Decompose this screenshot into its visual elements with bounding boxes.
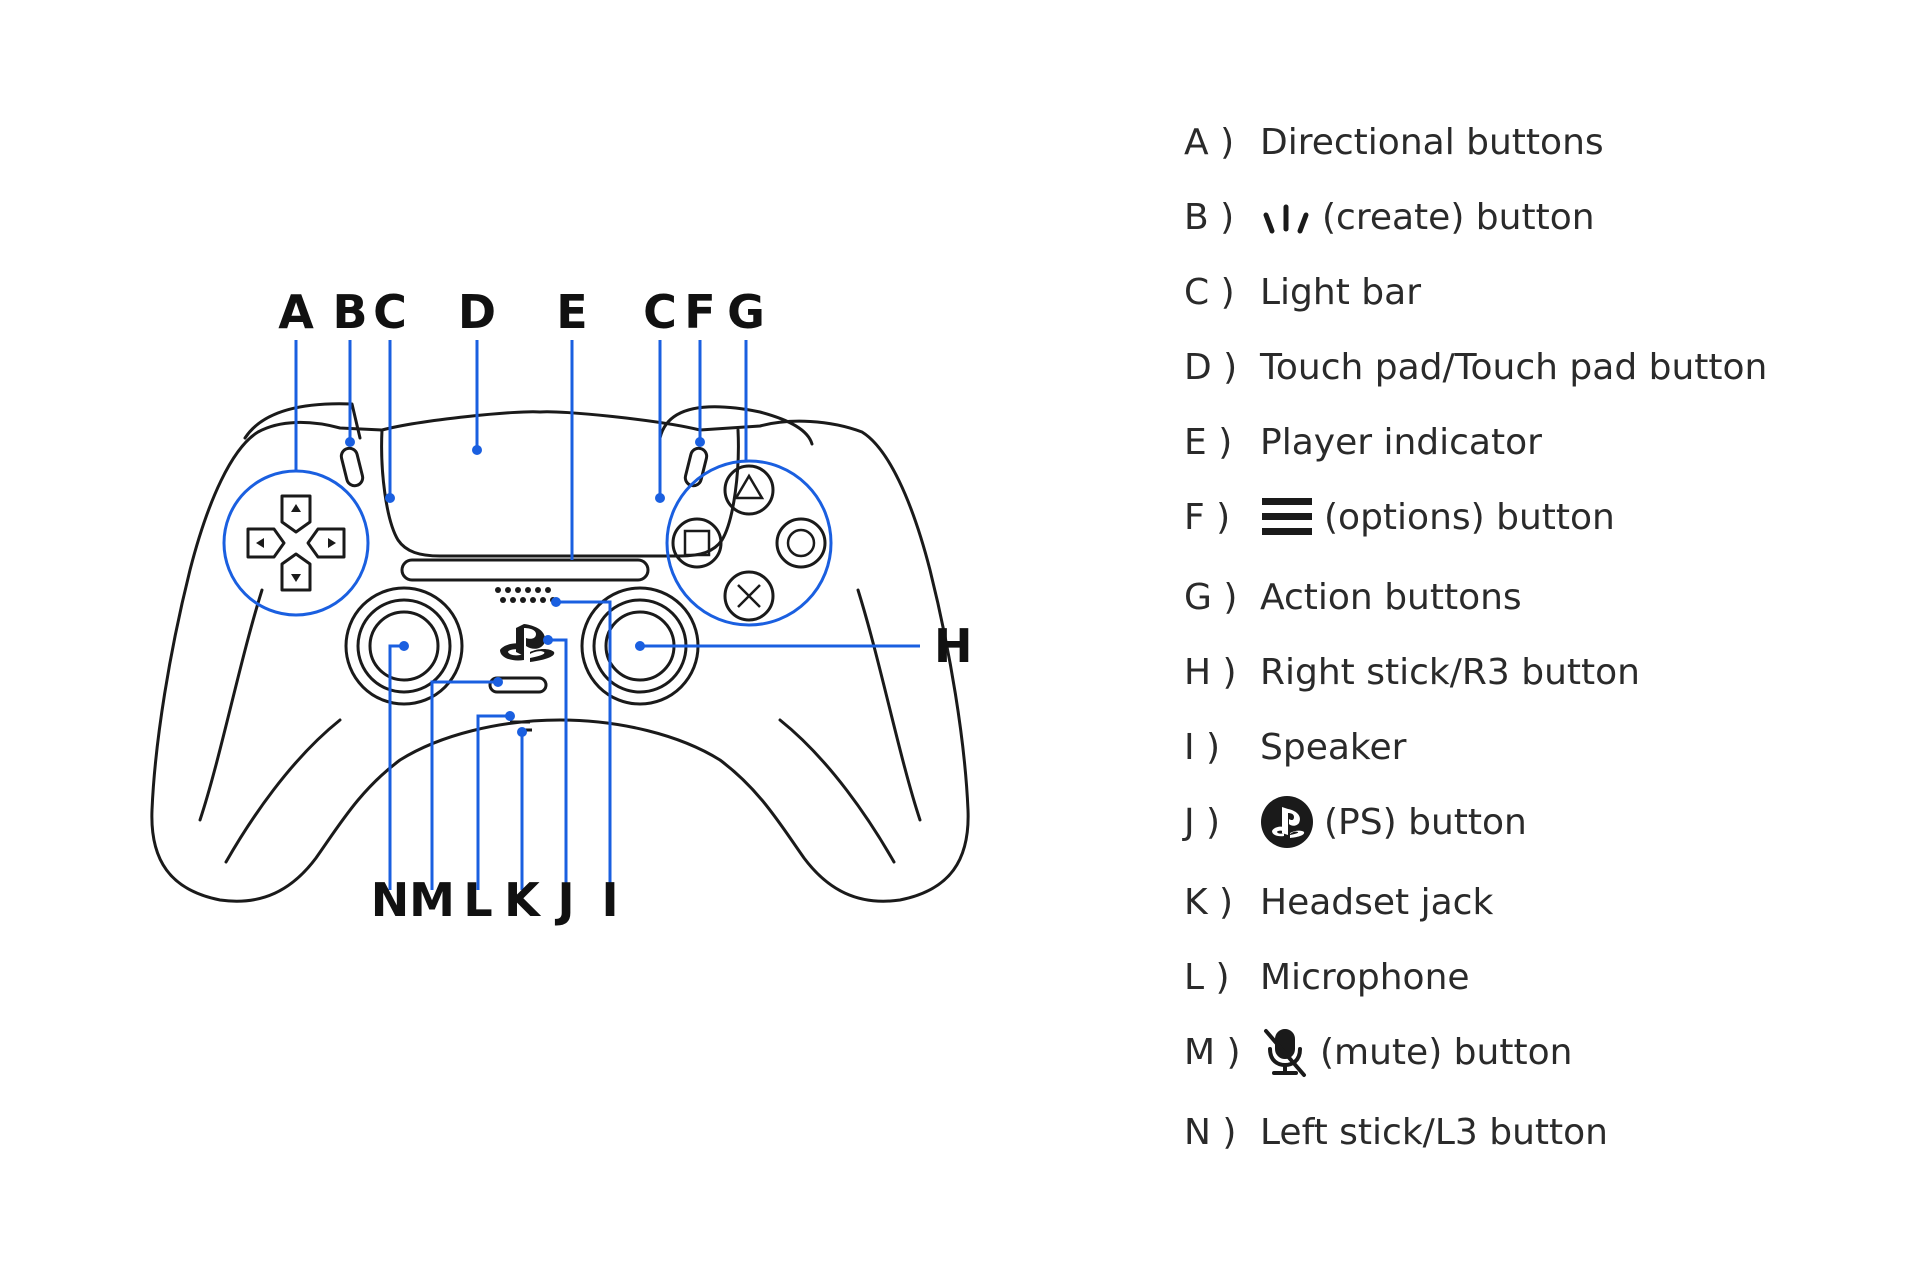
action-buttons: [665, 459, 833, 627]
legend-key: K ): [1184, 881, 1234, 923]
callout-b: B: [332, 285, 367, 339]
legend-label: Touch pad/Touch pad button: [1260, 346, 1768, 388]
legend-key: F ): [1184, 496, 1231, 538]
legend-label: Speaker: [1260, 726, 1407, 768]
legend-item-f: F ) (options) button: [1184, 487, 1615, 547]
legend-key: N ): [1184, 1111, 1237, 1153]
callout-j: J: [554, 873, 574, 927]
legend-item-k: K ) Headset jack: [1184, 872, 1493, 932]
legend-key: C ): [1184, 271, 1235, 313]
options-icon: [1260, 494, 1314, 540]
legend-item-e: E ) Player indicator: [1184, 412, 1542, 472]
legend-item-c: C ) Light bar: [1184, 262, 1421, 322]
legend-item-m: M ) (mute) button: [1184, 1022, 1572, 1082]
legend-item-d: D ) Touch pad/Touch pad button: [1184, 337, 1767, 397]
legend-item-a: A ) Directional buttons: [1184, 112, 1604, 172]
legend-key: B ): [1184, 196, 1235, 238]
mute-icon: [1260, 1025, 1310, 1079]
legend-label: Action buttons: [1260, 576, 1522, 618]
legend-label: (PS) button: [1324, 801, 1527, 843]
callout-n: N: [371, 873, 410, 927]
legend-key: D ): [1184, 346, 1238, 388]
legend-key: G ): [1184, 576, 1238, 618]
callout-l: L: [463, 873, 492, 927]
legend-item-b: B ) (create) button: [1184, 187, 1595, 247]
legend-item-n: N ) Left stick/L3 button: [1184, 1102, 1608, 1162]
legend-label: (mute) button: [1320, 1031, 1573, 1073]
legend-item-l: L ) Microphone: [1184, 947, 1470, 1007]
legend-item-h: H ) Right stick/R3 button: [1184, 642, 1640, 702]
legend-label: Player indicator: [1260, 421, 1542, 463]
callout-f: F: [684, 285, 715, 339]
callout-m: M: [409, 873, 455, 927]
legend-item-i: I ) Speaker: [1184, 717, 1406, 777]
callout-letters: A B C D E C F G H N M L K J I: [278, 285, 972, 927]
callout-c-right: C: [643, 285, 677, 339]
legend-label: Directional buttons: [1260, 121, 1604, 163]
controller-body: [150, 402, 970, 903]
legend-label: (options) button: [1324, 496, 1615, 538]
legend-label: Light bar: [1260, 271, 1421, 313]
callout-c-left: C: [373, 285, 407, 339]
callout-a: A: [278, 285, 314, 339]
ps-icon: [1260, 795, 1314, 849]
legend-key: H ): [1184, 651, 1237, 693]
ps-logo-icon: [500, 624, 555, 662]
legend-key: J ): [1184, 801, 1221, 843]
legend-label: Right stick/R3 button: [1260, 651, 1640, 693]
callout-i: I: [601, 873, 618, 927]
legend-item-j: J ) (PS) button: [1184, 792, 1527, 852]
legend-key: L ): [1184, 956, 1230, 998]
legend-key: I ): [1184, 726, 1221, 768]
directional-buttons: [222, 469, 370, 617]
callout-d: D: [458, 285, 496, 339]
legend-label: Headset jack: [1260, 881, 1494, 923]
legend-key: A ): [1184, 121, 1235, 163]
callout-g: G: [727, 285, 765, 339]
legend-key: M ): [1184, 1031, 1241, 1073]
legend-item-g: G ) Action buttons: [1184, 567, 1522, 627]
callout-h: H: [934, 619, 973, 673]
speaker-grille: [495, 587, 556, 603]
create-icon: [1260, 197, 1312, 237]
callout-dots: [345, 437, 705, 737]
legend-label: (create) button: [1322, 196, 1595, 238]
legend-label: Left stick/L3 button: [1260, 1111, 1608, 1153]
legend-label: Microphone: [1260, 956, 1470, 998]
callout-e: E: [556, 285, 587, 339]
callout-k: K: [504, 873, 542, 927]
callout-leaders: [294, 340, 920, 890]
legend-key: E ): [1184, 421, 1233, 463]
